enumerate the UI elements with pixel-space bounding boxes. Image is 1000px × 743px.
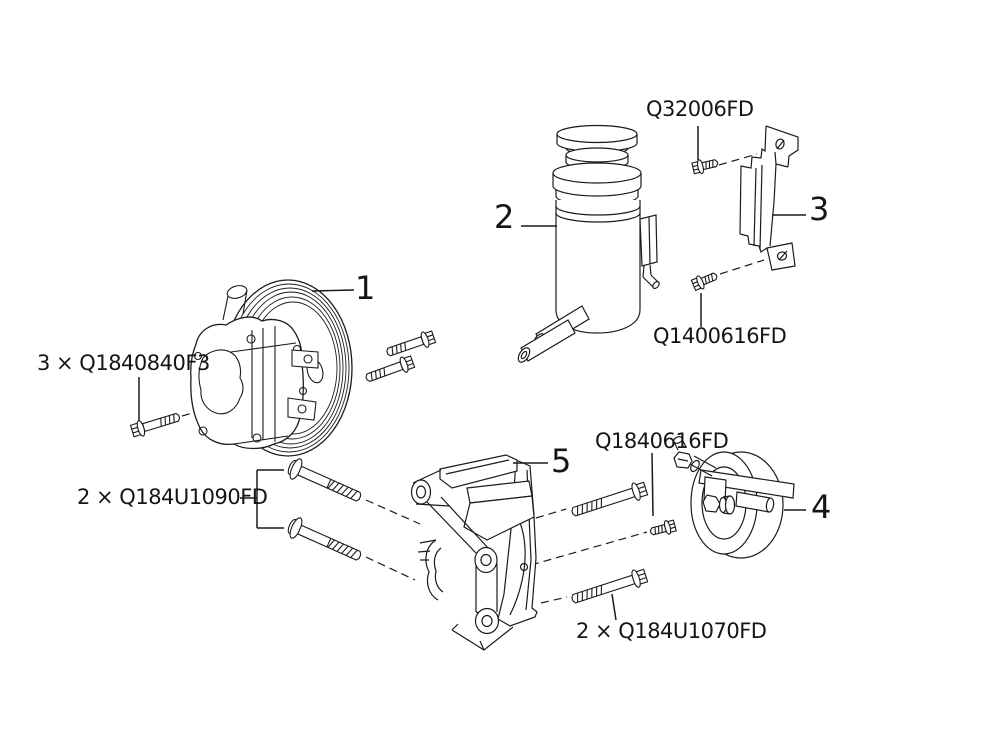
leader-q184u1070fd <box>611 593 617 621</box>
reservoir-illustration <box>517 124 660 363</box>
part-code-q32006fd: Q32006FD <box>646 97 754 121</box>
part-code-q1840616fd: Q1840616FD <box>595 429 729 453</box>
pulley-illustration <box>673 436 795 559</box>
leader-callout-1 <box>311 289 355 292</box>
bolt-q1840840f3 <box>129 408 183 440</box>
bolt-q1400616fd <box>690 268 720 293</box>
part-code-q1840840f3: 3 × Q1840840F3 <box>37 351 210 375</box>
reservoir-pipe <box>520 319 576 362</box>
callout-4: 4 <box>811 488 832 526</box>
bolt-q1840840f3 <box>363 353 416 387</box>
bolt-q184u1070fd <box>569 566 649 609</box>
mount-bracket-illustration <box>410 454 538 651</box>
bolt-q184u1070fd <box>569 479 649 522</box>
callout-5: 5 <box>551 442 572 480</box>
leader-lines <box>138 126 806 621</box>
part-code-q1400616fd: Q1400616FD <box>653 324 787 348</box>
leader-q1840616fd <box>651 452 654 517</box>
bolt-q32006fd <box>691 155 720 176</box>
callout-2: 2 <box>494 198 515 236</box>
bracket-illustration <box>739 125 799 271</box>
bolt-q184u1090fd <box>284 455 365 509</box>
bolt-q184u1090fd <box>284 514 365 568</box>
callout-3: 3 <box>809 190 830 228</box>
part-code-q184u1090fd: 2 × Q184U1090FD <box>77 485 268 509</box>
leader-q184u1090fd <box>240 469 284 529</box>
pump-illustration <box>190 279 353 457</box>
bolt-q1840616fd <box>648 518 678 540</box>
part-code-q184u1070fd: 2 × Q184U1070FD <box>576 619 767 643</box>
callout-1: 1 <box>355 269 376 307</box>
